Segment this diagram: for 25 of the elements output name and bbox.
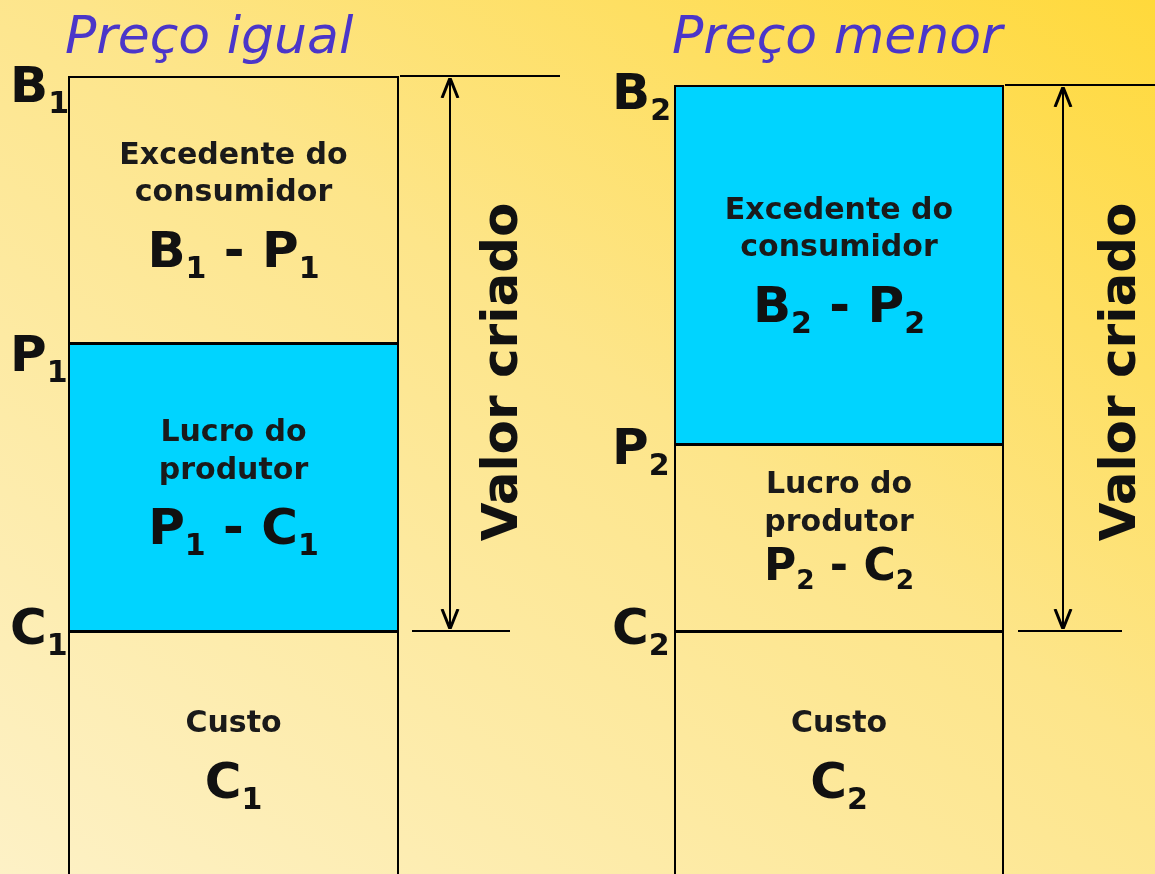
level-label: C$_{2}$ bbox=[612, 598, 670, 662]
dimension-label: Valor criado bbox=[471, 202, 529, 542]
area-label: Lucro do produtor bbox=[763, 464, 915, 539]
area-label: Lucro do produtor bbox=[157, 412, 310, 488]
level-label: P$_{1}$ bbox=[10, 325, 68, 389]
column-title: Preço menor bbox=[672, 5, 1003, 65]
dimension-label: Valor criado bbox=[1089, 202, 1147, 542]
producer-profit-segment bbox=[674, 444, 1004, 632]
level-label: C$_{1}$ bbox=[10, 598, 68, 662]
level-label: P$_{2}$ bbox=[612, 418, 670, 482]
formula-label: C$_{1}$ bbox=[204, 750, 263, 816]
cost-segment bbox=[674, 631, 1004, 874]
cost-segment bbox=[68, 631, 399, 874]
area-label: Custo bbox=[185, 703, 282, 741]
area-label: Custo bbox=[790, 703, 888, 741]
consumer-surplus-segment bbox=[674, 85, 1004, 445]
area-label: Excedente do consumidor bbox=[118, 134, 349, 210]
formula-label: B$_{1}$ - P$_{1}$ bbox=[147, 219, 320, 286]
formula-label: P$_{1}$ - C$_{1}$ bbox=[148, 497, 319, 563]
producer-profit-segment bbox=[68, 343, 399, 632]
area-label: Excedente do consumidor bbox=[723, 189, 955, 265]
level-label: B$_{2}$ bbox=[612, 63, 671, 127]
formula-label: C$_{2}$ bbox=[810, 750, 868, 816]
formula-label: P$_{2}$ - C$_{2}$ bbox=[763, 539, 915, 596]
formula-label: B$_{2}$ - P$_{2}$ bbox=[752, 274, 926, 341]
